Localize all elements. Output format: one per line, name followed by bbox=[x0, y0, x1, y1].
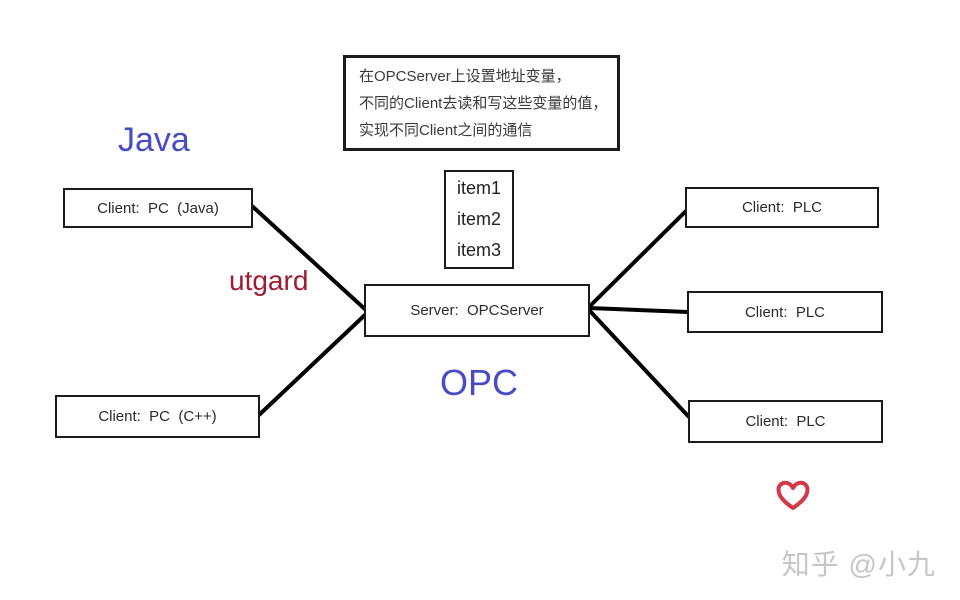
connector-server-to-plc1 bbox=[587, 208, 689, 309]
item-list-box: item1 item2 item3 bbox=[444, 170, 514, 269]
item-2: item2 bbox=[456, 209, 501, 229]
heart-outline-icon bbox=[776, 480, 810, 510]
connector-client-cpp-to-server bbox=[257, 311, 369, 417]
client-plc-label-3: Client: PLC bbox=[745, 413, 826, 430]
watermark: 知乎 @小九 bbox=[781, 549, 936, 580]
connector-server-to-plc3 bbox=[587, 308, 691, 419]
utgard-label: utgard bbox=[229, 265, 309, 296]
client-pc-cpp-label: Client: PC (C++) bbox=[98, 408, 217, 425]
note-box: 在OPCServer上设置地址变量， 不同的Client去读和写这些变量的值， … bbox=[343, 55, 620, 151]
client-pc-java-node: Client: PC (Java) bbox=[63, 188, 253, 228]
note-line-2: 不同的Client去读和写这些变量的值， bbox=[359, 94, 608, 112]
item-3: item3 bbox=[456, 240, 501, 260]
java-label: Java bbox=[118, 121, 190, 159]
opc-server-node: Server: OPCServer bbox=[364, 284, 590, 337]
client-plc-node-1: Client: PLC bbox=[685, 187, 879, 228]
client-plc-label-2: Client: PLC bbox=[744, 303, 826, 321]
note-line-1: 在OPCServer上设置地址变量， bbox=[359, 67, 571, 85]
opc-label: OPC bbox=[440, 362, 519, 403]
client-pc-cpp-node: Client: PC (C++) bbox=[55, 395, 260, 438]
opc-server-label: Server: OPCServer bbox=[410, 302, 544, 319]
connector-server-to-plc2 bbox=[588, 306, 689, 314]
client-plc-label-1: Client: PLC bbox=[741, 199, 823, 216]
client-plc-node-2: Client: PLC bbox=[687, 291, 883, 333]
note-line-3: 实现不同Client之间的通信 bbox=[359, 121, 533, 139]
client-plc-node-3: Client: PLC bbox=[688, 400, 883, 443]
connector-client-java-to-server bbox=[250, 204, 369, 313]
client-pc-java-label: Client: PC (Java) bbox=[97, 199, 219, 217]
item-1: item1 bbox=[456, 178, 501, 198]
